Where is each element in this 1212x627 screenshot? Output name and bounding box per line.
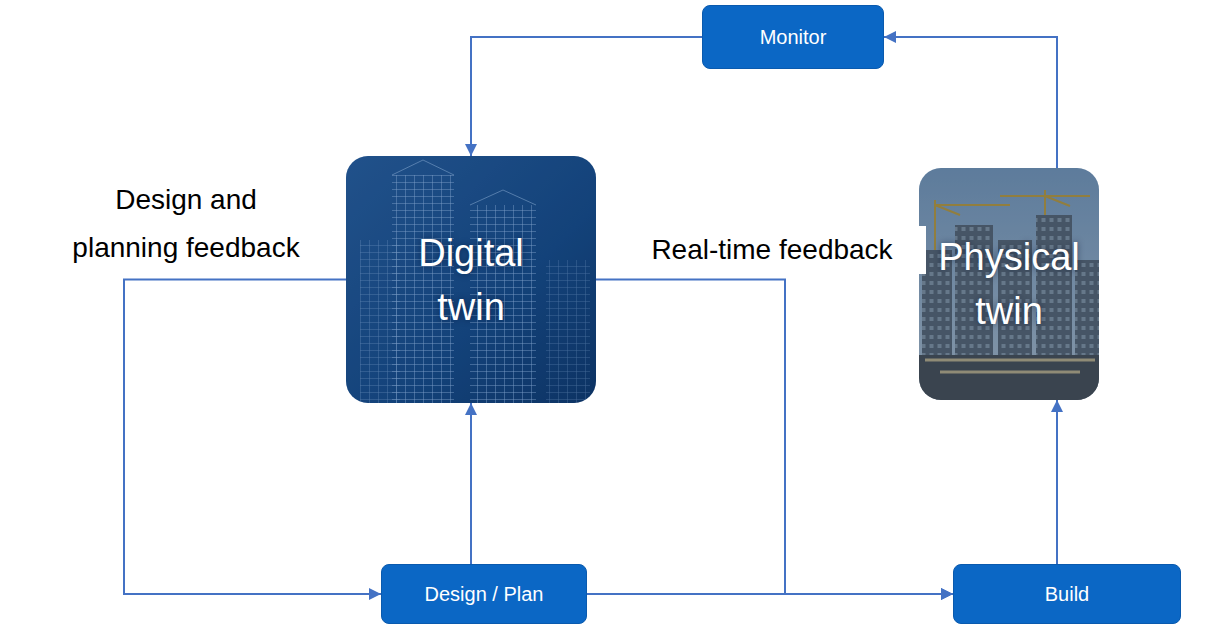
flow-arrow [596, 280, 953, 595]
digital-twin-node: Digital twin [346, 156, 596, 403]
node-label: Physical twin [923, 230, 1095, 338]
flow-arrow [471, 37, 702, 156]
flow-arrow [470, 403, 472, 564]
process-box: Build [953, 564, 1181, 624]
digital-ground [346, 156, 596, 403]
physical-twin-picture [919, 168, 1099, 400]
sky [919, 168, 1099, 400]
edge-label: Design and planning feedback [60, 176, 312, 272]
digital-shade [346, 156, 596, 403]
physical-twin-node: Physical twin [909, 168, 1109, 400]
flow-arrow [884, 37, 1057, 168]
node-label: Digital twin [391, 226, 551, 334]
flow-arrow [1056, 400, 1058, 564]
node-label: Design / Plan [425, 582, 544, 606]
flow-arrow [587, 593, 953, 595]
node-label: Build [1045, 582, 1089, 606]
photo-shade [919, 168, 1099, 400]
process-box: Design / Plan [381, 564, 587, 624]
digital-twin-picture [346, 156, 596, 403]
flow-arrow [124, 280, 381, 595]
node-label: Monitor [760, 25, 827, 49]
process-box: Monitor [702, 5, 884, 69]
edge-label: Real-time feedback [618, 226, 926, 274]
